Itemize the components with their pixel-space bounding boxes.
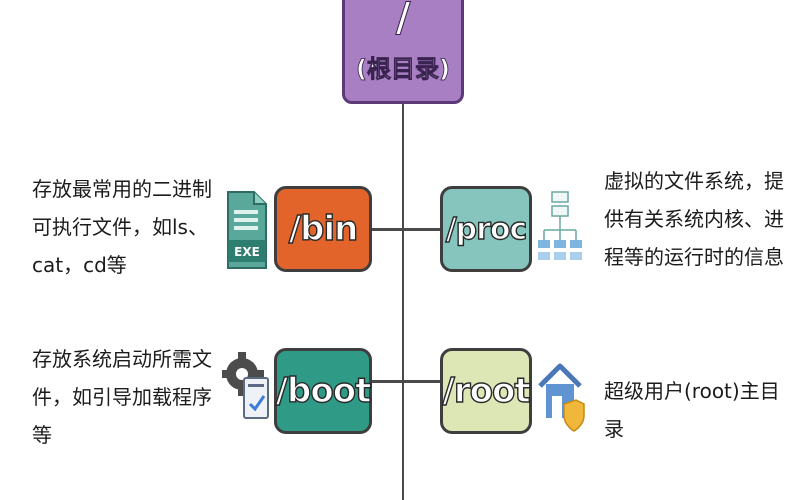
tree-trunk-line	[402, 104, 404, 500]
root-desc-line: 超级用户(root)主目录	[604, 379, 780, 441]
boot-desc-line: 存放系统启动所需文	[32, 347, 212, 371]
bin-node[interactable]: /bin	[274, 186, 372, 272]
proc-label: /proc	[445, 211, 528, 247]
bin-desc-line: 可执行文件，如ls、	[32, 215, 208, 239]
bin-desc-line: 存放最常用的二进制	[32, 177, 212, 201]
proc-description: 虚拟的文件系统，提 供有关系统内核、进 程等的运行时的信息	[604, 162, 794, 276]
proc-desc-line: 虚拟的文件系统，提	[604, 169, 784, 193]
network-tree-icon	[538, 190, 582, 274]
root-directory-node[interactable]: / (根目录)	[342, 0, 464, 104]
root-label: (根目录)	[356, 55, 451, 84]
proc-desc-line: 供有关系统内核、进	[604, 207, 784, 231]
proc-desc-line: 程等的运行时的信息	[604, 245, 784, 269]
root-home-node[interactable]: /root	[440, 348, 532, 434]
exe-file-icon: EXE	[224, 188, 270, 276]
boot-desc-line: 件，如引导加载程序	[32, 385, 212, 409]
proc-node[interactable]: /proc	[440, 186, 532, 272]
root-home-description: 超级用户(root)主目录	[604, 372, 794, 448]
boot-label: /boot	[275, 370, 372, 411]
branch-bin-proc	[370, 228, 442, 231]
bin-label: /bin	[288, 208, 359, 249]
boot-description: 存放系统启动所需文 件，如引导加载程序 等	[32, 340, 222, 454]
bin-desc-line: cat，cd等	[32, 253, 127, 277]
root-slash: /	[395, 0, 411, 42]
bin-description: 存放最常用的二进制 可执行文件，如ls、 cat，cd等	[32, 170, 222, 284]
branch-boot-root	[370, 380, 442, 383]
gear-document-icon	[220, 346, 272, 430]
boot-desc-line: 等	[32, 423, 52, 447]
boot-node[interactable]: /boot	[274, 348, 372, 434]
exe-label: EXE	[234, 245, 260, 259]
home-shield-icon	[536, 352, 586, 436]
root-home-label: /root	[442, 370, 532, 411]
